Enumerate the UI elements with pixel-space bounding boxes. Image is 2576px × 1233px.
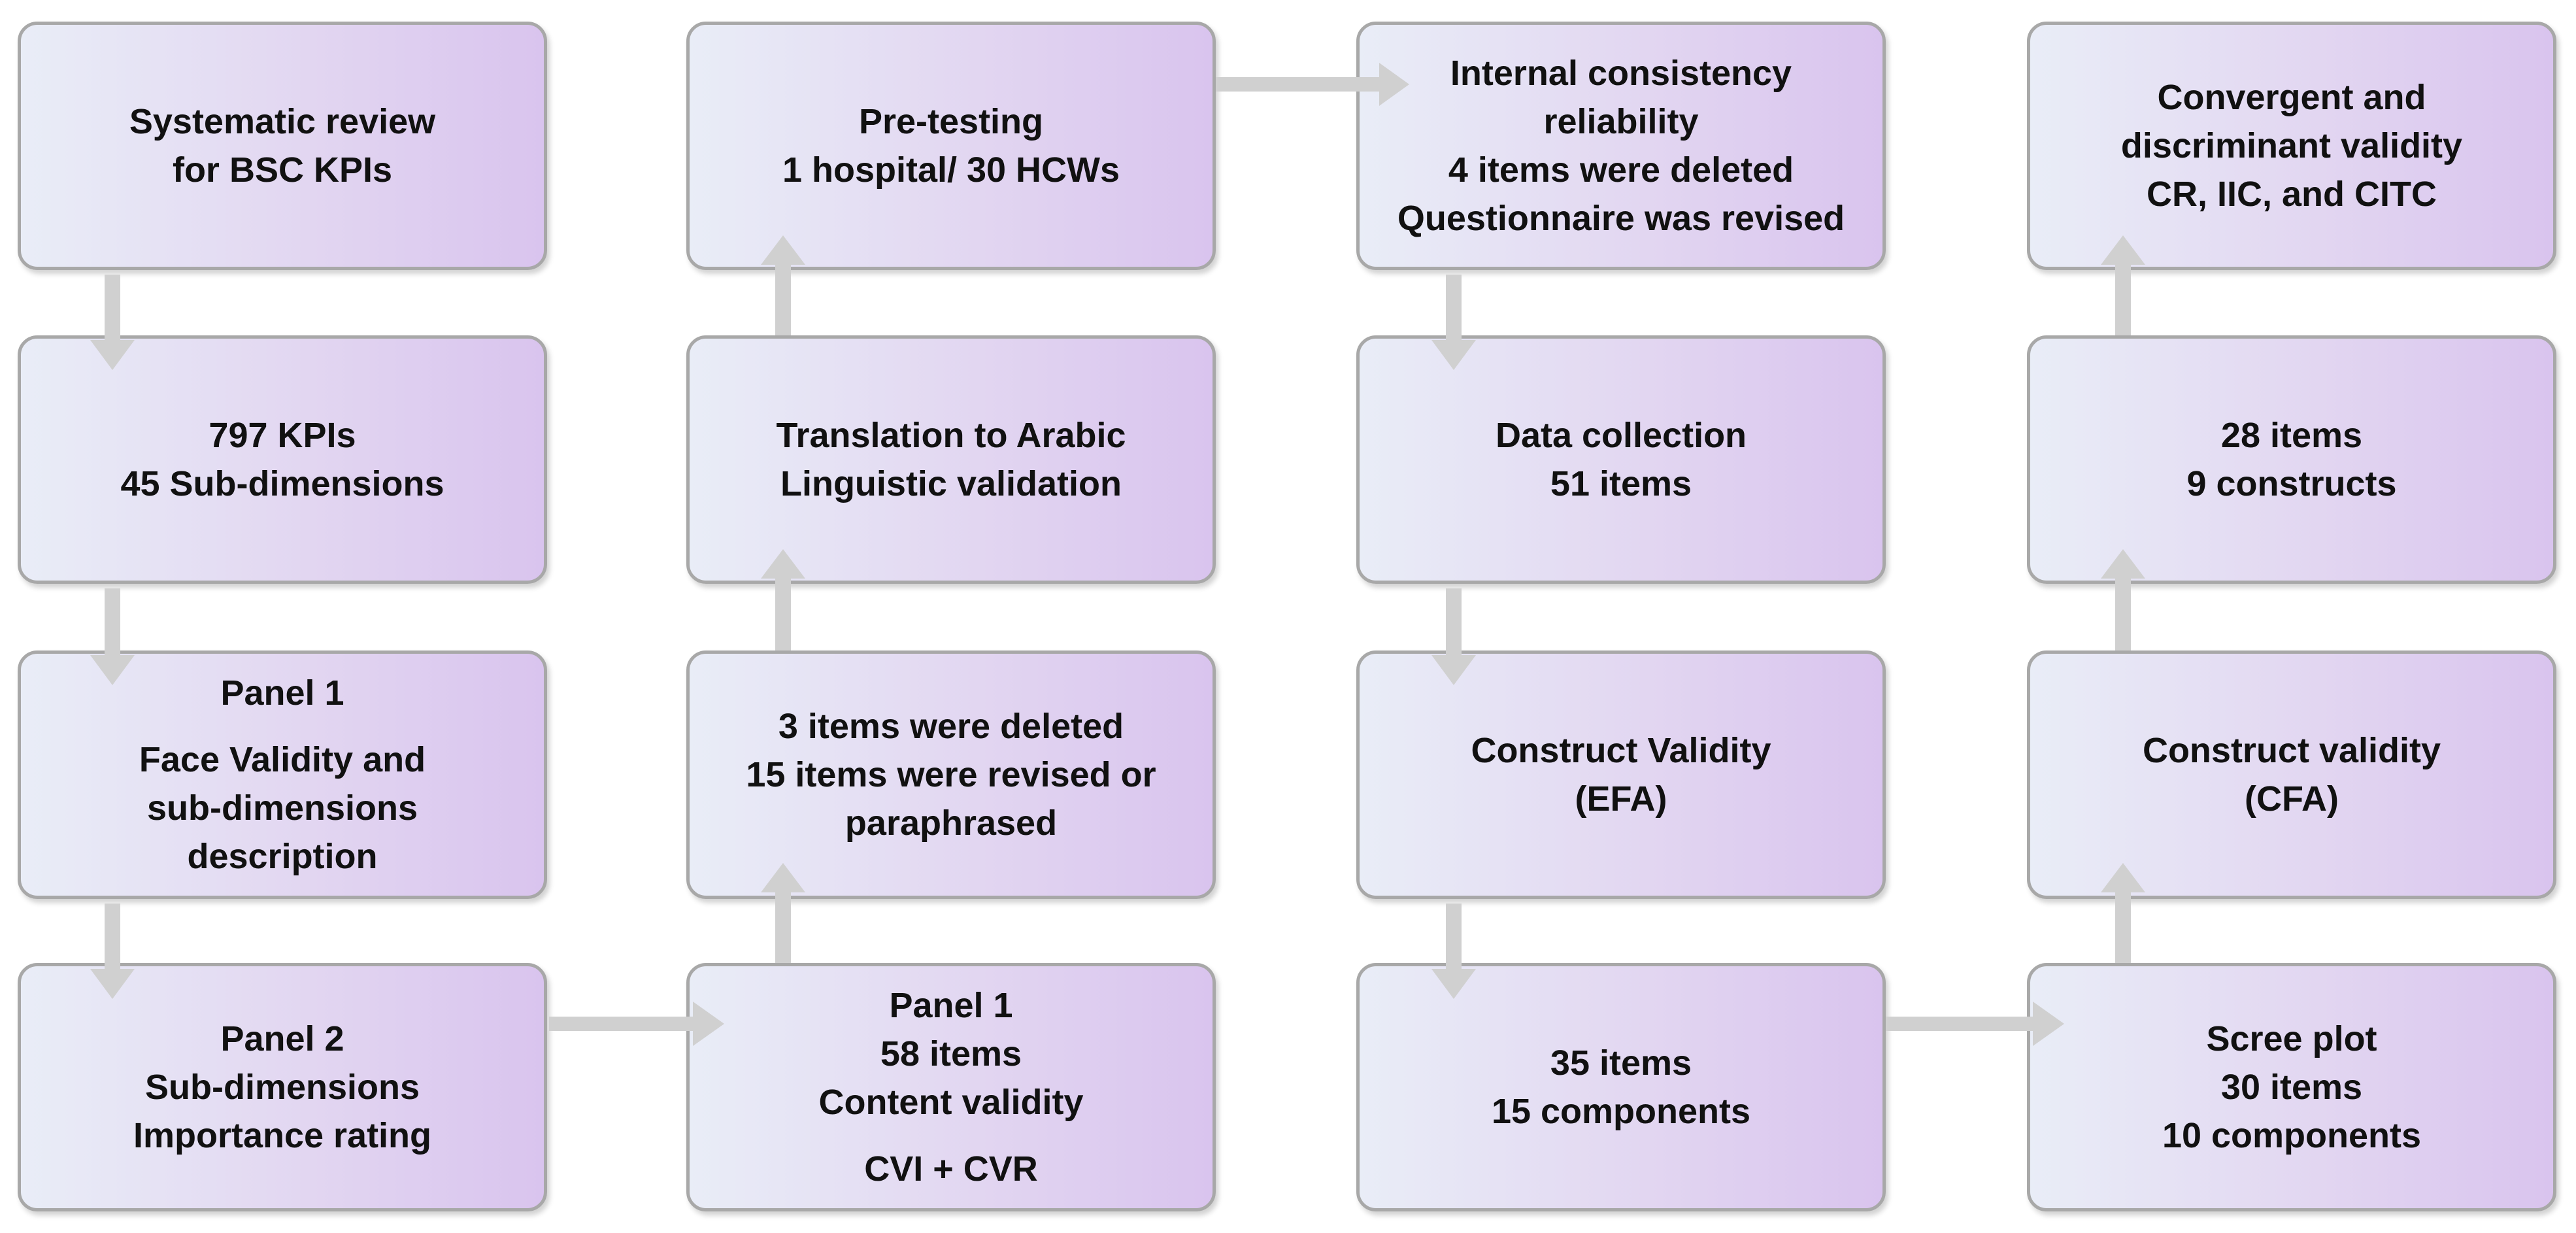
box-line: CVI + CVR xyxy=(864,1149,1038,1189)
arrow-down-icon xyxy=(1431,904,1476,999)
box-line: Construct Validity xyxy=(1471,731,1771,770)
items-28-box: 28 items 9 constructs xyxy=(2027,335,2556,584)
box-line: Questionnaire was revised xyxy=(1397,199,1845,238)
box-line: 9 constructs xyxy=(2186,464,2397,503)
arrow-up-icon xyxy=(761,549,805,650)
box-line: Construct validity xyxy=(2142,731,2441,770)
items-35-box: 35 items 15 components xyxy=(1356,963,1886,1211)
arrow-right-icon xyxy=(1216,63,1409,106)
box-line: discriminant validity xyxy=(2120,126,2463,165)
translation-box: Translation to Arabic Linguistic validat… xyxy=(686,335,1216,584)
arrow-up-icon xyxy=(761,235,805,335)
box-line: Data collection xyxy=(1495,416,1747,455)
panel1-face-validity-box: Panel 1 Face Validity and sub-dimensions… xyxy=(18,650,547,899)
box-line: Sub-dimensions xyxy=(144,1068,420,1107)
items-deleted-revised-box: 3 items were deleted 15 items were revis… xyxy=(686,650,1216,899)
construct-validity-cfa-box: Construct validity (CFA) xyxy=(2027,650,2556,899)
data-collection-box: Data collection 51 items xyxy=(1356,335,1886,584)
box-line: for BSC KPIs xyxy=(172,150,393,190)
arrow-down-icon xyxy=(1431,588,1476,685)
box-line: sub-dimensions xyxy=(146,788,418,828)
arrow-down-icon xyxy=(90,904,135,999)
box-line: CR, IIC, and CITC xyxy=(2147,175,2437,214)
box-line: Convergent and xyxy=(2157,78,2426,117)
box-line: Panel 2 xyxy=(220,1019,344,1058)
arrow-up-icon xyxy=(2101,863,2145,963)
box-line: Importance rating xyxy=(133,1116,432,1155)
box-line: Internal consistency xyxy=(1450,54,1792,93)
box-line: 28 items xyxy=(2220,416,2363,455)
box-line: Linguistic validation xyxy=(780,464,1122,503)
box-line: 1 hospital/ 30 HCWs xyxy=(782,150,1120,190)
arrow-up-icon xyxy=(2101,235,2145,335)
construct-validity-efa-box: Construct Validity (EFA) xyxy=(1356,650,1886,899)
arrow-up-icon xyxy=(2101,549,2145,650)
box-line: description xyxy=(187,837,378,876)
box-line: Panel 1 xyxy=(220,673,344,713)
box-line: 15 components xyxy=(1491,1092,1751,1131)
scree-plot-box: Scree plot 30 items 10 components xyxy=(2027,963,2556,1211)
box-line: 15 items were revised or xyxy=(746,755,1156,794)
box-line: 35 items xyxy=(1550,1043,1692,1083)
pretesting-box: Pre-testing 1 hospital/ 30 HCWs xyxy=(686,22,1216,270)
arrow-down-icon xyxy=(1431,275,1476,370)
box-line: 10 components xyxy=(2162,1116,2422,1155)
box-line: paraphrased xyxy=(845,803,1058,843)
box-line: 797 KPIs xyxy=(209,416,356,455)
panel1-content-validity-box: Panel 1 58 items Content validity CVI + … xyxy=(686,963,1216,1211)
box-line: (CFA) xyxy=(2245,779,2339,819)
panel2-box: Panel 2 Sub-dimensions Importance rating xyxy=(18,963,547,1211)
box-line: 58 items xyxy=(880,1034,1022,1073)
box-line: 4 items were deleted xyxy=(1448,150,1794,190)
kpis-box: 797 KPIs 45 Sub-dimensions xyxy=(18,335,547,584)
box-line: Translation to Arabic xyxy=(776,416,1126,455)
box-line: Content validity xyxy=(818,1083,1084,1122)
box-line: reliability xyxy=(1543,102,1699,141)
arrow-down-icon xyxy=(90,275,135,370)
box-line: 51 items xyxy=(1550,464,1692,503)
box-line: Scree plot xyxy=(2206,1019,2377,1058)
arrow-right-icon xyxy=(549,1002,724,1046)
box-line: Pre-testing xyxy=(858,102,1044,141)
convergent-validity-box: Convergent and discriminant validity CR,… xyxy=(2027,22,2556,270)
internal-consistency-box: Internal consistency reliability 4 items… xyxy=(1356,22,1886,270)
box-line: Panel 1 xyxy=(889,986,1013,1025)
box-line: (EFA) xyxy=(1575,779,1667,819)
box-line: 30 items xyxy=(2220,1068,2363,1107)
systematic-review-box: Systematic review for BSC KPIs xyxy=(18,22,547,270)
box-line: Systematic review xyxy=(129,102,436,141)
arrow-down-icon xyxy=(90,588,135,685)
box-line: Face Validity and xyxy=(139,740,426,779)
box-line: 45 Sub-dimensions xyxy=(120,464,444,503)
box-line: 3 items were deleted xyxy=(778,707,1124,746)
arrow-up-icon xyxy=(761,863,805,963)
arrow-right-icon xyxy=(1886,1002,2064,1046)
